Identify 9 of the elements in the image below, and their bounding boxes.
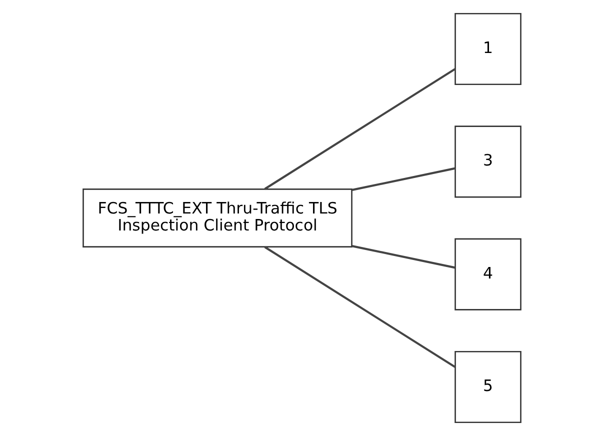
node-box: 1 (454, 13, 522, 86)
connector (264, 246, 456, 368)
connector (352, 167, 456, 192)
connector (264, 68, 456, 190)
node-box: 5 (454, 350, 522, 423)
node-box: FCS_TTTC_EXT Thru-Traffic TLS Inspection Client Protocol (82, 188, 352, 248)
node-box: 4 (454, 238, 522, 310)
node-box: 3 (454, 126, 522, 198)
connector (352, 244, 456, 269)
